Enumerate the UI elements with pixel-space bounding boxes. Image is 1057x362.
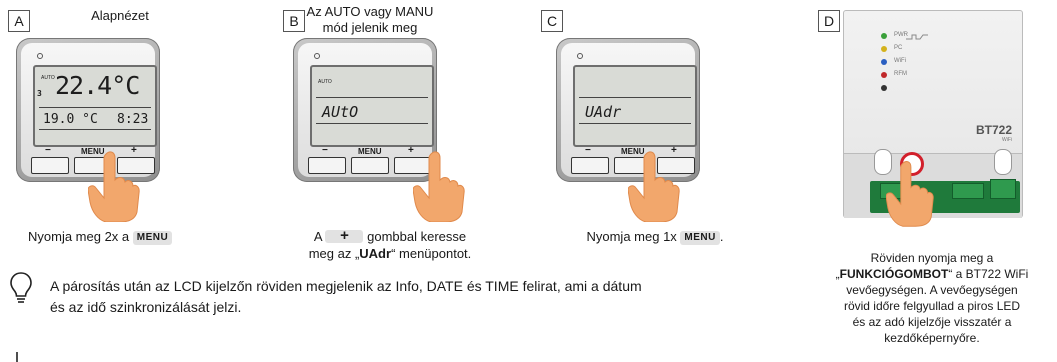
- status-led-label: PWR: [894, 32, 908, 38]
- terminal-block: [952, 183, 984, 199]
- status-led: [881, 85, 887, 91]
- lcd-set-temperature: 19.0 °C: [43, 112, 98, 127]
- model-label: BT722: [975, 123, 1012, 137]
- partial-icon: [16, 352, 18, 362]
- panel-d-caption-l4: rövid időre felgyullad a piros LED: [843, 299, 1021, 313]
- lcd-temperature: 22.4°C: [55, 71, 140, 100]
- minus-button[interactable]: [31, 157, 69, 174]
- panel-a-caption-text: Nyomja meg 2x a: [28, 229, 130, 244]
- panel-b-title-line2: mód jelenik meg: [322, 20, 418, 35]
- minus-label: −: [585, 145, 591, 156]
- panel-b-badge: B: [283, 10, 305, 32]
- info-line-1: A párosítás után az LCD kijelzőn röviden…: [50, 278, 642, 294]
- lcd-indicator: 3: [37, 89, 42, 98]
- panel-c-caption-suffix: .: [719, 229, 724, 244]
- hand-pointer-icon: [413, 151, 465, 222]
- pulse-icon: [906, 34, 928, 40]
- status-led-label: WiFi: [894, 58, 906, 64]
- panel-b-title-line1: Az AUTO vagy MANU: [306, 4, 434, 19]
- thermostat-b: AUTO AUtO − MENU +: [293, 38, 437, 182]
- thermostat-a: AUTO 3 22.4°C 19.0 °C 8:23 − MENU +: [16, 38, 160, 182]
- lcd-display-c: UAdr: [573, 65, 697, 147]
- terminal-block: [990, 179, 1016, 199]
- panel-c-badge: C: [541, 10, 563, 32]
- minus-button[interactable]: [308, 157, 346, 174]
- lightbulb-icon: [10, 272, 32, 303]
- mount-slot-right: [994, 149, 1012, 175]
- status-led: [881, 33, 887, 39]
- plus-button[interactable]: [657, 157, 695, 174]
- hand-pointer-icon: [628, 151, 680, 222]
- model-sub-label: WiFi: [1002, 137, 1012, 143]
- minus-label: −: [45, 145, 51, 156]
- panel-d-caption-l2b: “ a BT722 WiFi: [948, 267, 1029, 281]
- info-line-2: és az idő szinkronizálását jelzi.: [50, 299, 242, 315]
- status-led: [881, 72, 887, 78]
- menu-button[interactable]: [351, 157, 389, 174]
- panel-b-caption-d: “ menüpontot.: [391, 246, 472, 261]
- plus-label: +: [131, 145, 137, 156]
- panel-c-caption-text: Nyomja meg 1x: [586, 229, 677, 244]
- minus-button[interactable]: [571, 157, 609, 174]
- sensor-dot: [577, 53, 583, 59]
- panel-b-caption-a: A: [313, 229, 322, 244]
- panel-d-caption-l1: Röviden nyomja meg a: [870, 251, 994, 265]
- sensor-dot: [314, 53, 320, 59]
- lcd-time: 8:23: [117, 112, 149, 127]
- menu-key-badge: MENU: [680, 231, 720, 245]
- lcd-menu-text: UAdr: [585, 103, 622, 121]
- lcd-mode-label: AUTO: [318, 79, 332, 85]
- hand-pointer-icon: [886, 161, 934, 227]
- panel-d-caption-l2a: „: [835, 267, 840, 281]
- menu-label: MENU: [358, 147, 382, 156]
- panel-a-badge: A: [8, 10, 30, 32]
- menu-label: MENU: [81, 147, 105, 156]
- panel-b-caption-b: gombbal keresse: [367, 229, 467, 244]
- sensor-dot: [37, 53, 43, 59]
- minus-label: −: [322, 145, 328, 156]
- uadr-label: UAdr: [359, 246, 392, 261]
- lcd-menu-text: AUtO: [322, 103, 359, 121]
- panel-d-caption-l6: kezdőképernyőre.: [884, 331, 980, 345]
- thermostat-c: UAdr − MENU +: [556, 38, 700, 182]
- hand-pointer-icon: [88, 151, 140, 222]
- plus-label: +: [671, 145, 677, 156]
- status-led: [881, 59, 887, 65]
- menu-key-badge: MENU: [132, 231, 173, 245]
- panel-a-title: Alapnézet: [91, 8, 149, 23]
- plus-label: +: [408, 145, 414, 156]
- panel-d-caption-l5: és az adó kijelzője visszatér a: [852, 315, 1012, 329]
- status-led-label: PC: [894, 45, 903, 51]
- lcd-mode-label: AUTO: [41, 75, 55, 81]
- plus-icon: +: [340, 227, 349, 244]
- panel-d-caption-l3: vevőegységen. A vevőegységen: [846, 283, 1018, 297]
- status-led: [881, 46, 887, 52]
- panel-d-badge: D: [818, 10, 840, 32]
- function-button-label: FUNKCIÓGOMBOT: [839, 267, 949, 281]
- lcd-display-b: AUTO AUtO: [310, 65, 434, 147]
- mount-slot-left: [874, 149, 892, 175]
- plus-button[interactable]: [117, 157, 155, 174]
- plus-key-badge: +: [325, 227, 364, 244]
- status-led-label: RFM: [894, 71, 907, 77]
- lcd-display-a: AUTO 3 22.4°C 19.0 °C 8:23: [33, 65, 157, 147]
- panel-b-caption-c: meg az „: [308, 246, 360, 261]
- menu-label: MENU: [621, 147, 645, 156]
